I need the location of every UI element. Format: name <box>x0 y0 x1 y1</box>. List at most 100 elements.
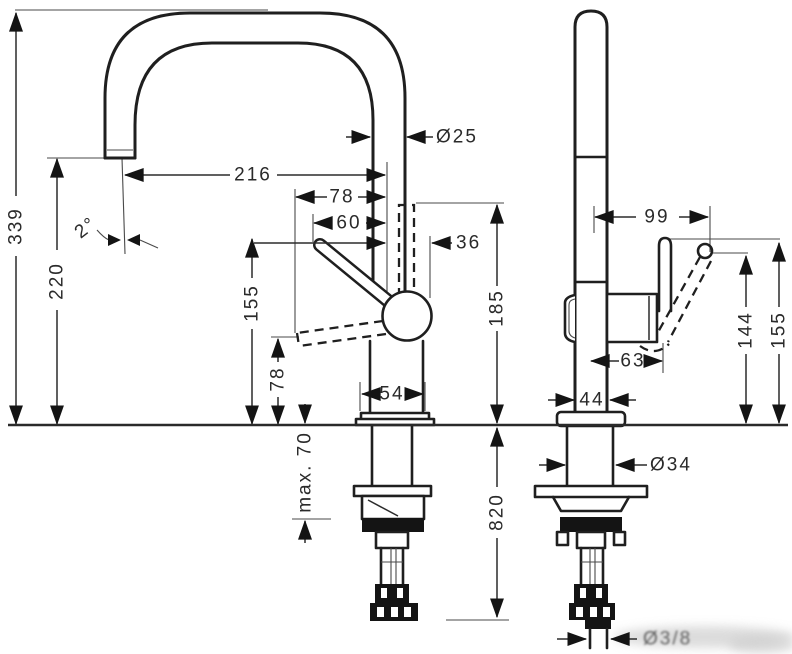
spout-collar-shading <box>568 298 576 339</box>
dim-lever-top-height-side-label: 155 <box>769 311 790 349</box>
dim-lever-low-height-label: 78 <box>268 366 289 391</box>
stream-angle-annotation: 2° <box>71 213 159 249</box>
feet-slot <box>576 607 583 617</box>
dim-max-deck-thickness: max. 70 <box>295 404 316 543</box>
dim-lever-reach-low-label: 78 <box>329 187 354 208</box>
hose-detail-lines-side <box>581 548 603 584</box>
hose-manifold-side <box>575 530 607 550</box>
pipe-column-side <box>573 9 609 427</box>
mount-box-lever <box>367 499 399 517</box>
mount-flange <box>352 484 433 498</box>
feet-slot <box>590 607 597 617</box>
feet-slot <box>404 607 411 617</box>
dim-overall-height-label: 339 <box>6 207 27 245</box>
dim-hose-length: 820 <box>487 426 508 619</box>
spout-outer-outline <box>103 11 407 294</box>
dim-body-width: 54 <box>360 384 425 405</box>
dim-lever-tip-reach-label: 99 <box>644 207 669 228</box>
spout-inner-outline <box>133 41 375 294</box>
dim-lever-up-height: 185 <box>487 203 508 425</box>
feet-slot <box>377 607 384 617</box>
watermark-smudge <box>613 626 792 653</box>
mount-cone <box>551 495 631 513</box>
dim-spout-reach-label: 216 <box>234 165 272 186</box>
dim-valve-depth: 63 <box>589 351 664 372</box>
hose-pair-side <box>579 546 605 586</box>
under-counter-assembly-side <box>533 424 649 650</box>
dim-lever-top-height-front: 155 <box>242 237 263 426</box>
dim-lever-reach-high-label: 60 <box>336 213 361 234</box>
dim-lever-reach-high: 60 <box>312 213 387 234</box>
feet-slot <box>391 607 398 617</box>
hose-connector-block-side <box>574 584 608 604</box>
lever-bar-core <box>315 240 398 310</box>
hose-manifold <box>374 530 410 550</box>
dim-spout-pipe-diameter-label: Ø25 <box>436 127 478 148</box>
front-view: 339 220 Ø25 216 78 6 <box>6 9 509 621</box>
smudge-blob <box>728 637 792 653</box>
connector-slot <box>381 588 387 598</box>
stream-angle-label: 2° <box>71 213 101 243</box>
dim-spout-pipe-diameter: Ø25 <box>346 127 478 148</box>
lever-swing-arc-dashed <box>639 343 670 353</box>
lever-raised-dashed <box>397 203 416 297</box>
dim-shank-diameter-label: Ø34 <box>650 455 692 476</box>
hose-connector-block <box>375 584 409 604</box>
lever-upright-side <box>657 236 673 313</box>
mount-bolt <box>612 530 627 547</box>
dim-body-width-label: 54 <box>379 384 404 405</box>
dim-lever-top-height-side: 155 <box>769 241 790 425</box>
dim-lever-up-height-label: 185 <box>487 289 508 327</box>
dim-lever-reach-low: 78 <box>294 187 387 208</box>
dim-lever-tip-height: 144 <box>736 254 757 425</box>
under-counter-assembly-front <box>352 424 433 621</box>
dim-body-depth: 44 <box>548 390 636 411</box>
dim-shank-diameter: Ø34 <box>539 455 692 476</box>
mount-nut-side <box>560 517 622 532</box>
connector-slot <box>580 588 586 598</box>
angle-leader-lines <box>96 229 159 249</box>
pipe-seam-lines <box>574 155 608 284</box>
water-stream-line <box>121 157 126 255</box>
extension-lines <box>15 9 509 621</box>
dim-valve-depth-label: 63 <box>620 351 645 372</box>
shank-side <box>565 424 615 488</box>
dim-spout-reach: 216 <box>123 165 387 186</box>
mount-flange-side <box>533 484 649 499</box>
dim-hose-connector: Ø3/8 <box>557 629 692 650</box>
spout-collar <box>563 293 577 344</box>
mount-nut <box>362 518 424 532</box>
dim-hose-connector-label: Ø3/8 <box>643 629 692 650</box>
lever-tip-circle <box>696 242 714 260</box>
feet-slot <box>603 607 610 617</box>
dim-lever-low-height: 78 <box>268 337 289 426</box>
angle-arrow-right <box>127 234 140 246</box>
dim-spout-outlet-height: 220 <box>47 157 68 426</box>
lever-tilted-dashed <box>655 256 713 343</box>
dim-lever-offset: 36 <box>430 233 481 254</box>
dim-lever-offset-label: 36 <box>456 233 481 254</box>
hose-tail <box>588 627 609 650</box>
dim-lever-tip-reach: 99 <box>593 207 710 228</box>
hose-pair <box>379 546 405 586</box>
connector-slot <box>397 588 403 598</box>
angle-arrow-left <box>108 234 121 246</box>
connector-slot <box>596 588 602 598</box>
hose-collar <box>585 619 611 629</box>
lever-lowered-dashed <box>295 319 387 348</box>
side-view: 99 144 155 63 44 Ø34 <box>533 9 790 650</box>
body-column <box>368 339 425 415</box>
mount-bolt <box>555 530 570 547</box>
shank <box>370 424 414 488</box>
pivot-joint-circle <box>381 290 433 342</box>
dim-spout-outlet-height-label: 220 <box>47 262 68 300</box>
dim-lever-tip-height-label: 144 <box>736 311 757 349</box>
dim-body-depth-label: 44 <box>579 390 604 411</box>
dim-overall-height: 339 <box>6 11 27 426</box>
hose-detail-lines <box>381 548 403 584</box>
dim-max-deck-thickness-label: max. 70 <box>295 431 316 513</box>
mount-box <box>360 494 426 521</box>
dim-hose-length-label: 820 <box>487 493 508 531</box>
